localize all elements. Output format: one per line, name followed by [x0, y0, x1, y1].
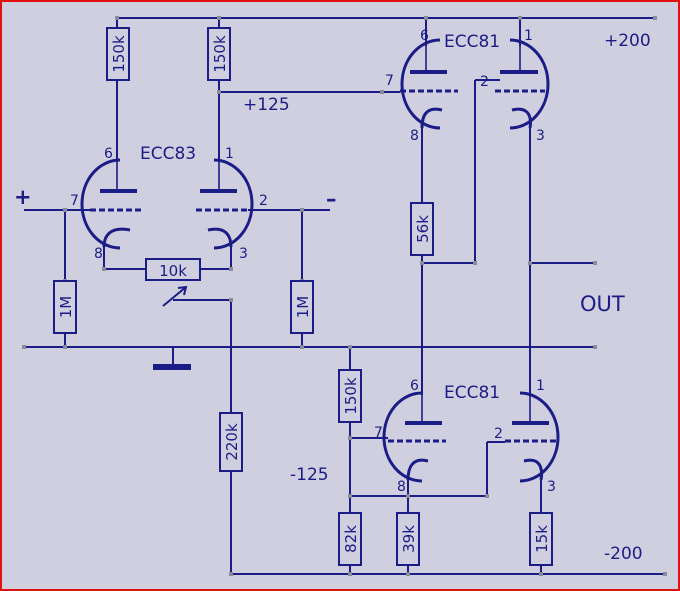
pin-label: 8 — [410, 128, 419, 144]
pin-label: 8 — [94, 246, 103, 262]
resistor-label: 150k — [110, 35, 128, 73]
tube-ecc83 — [80, 158, 254, 250]
pin-label: 7 — [70, 193, 79, 209]
pin-label: 6 — [104, 146, 113, 162]
wiring — [24, 17, 665, 575]
pin-label: 1 — [536, 378, 545, 394]
input-plus-label: + — [14, 185, 32, 209]
resistor-r-anode-right: 150k — [207, 27, 231, 81]
tube-label-ecc83: ECC83 — [140, 144, 196, 164]
resistor-r-grid-right: 1M — [290, 280, 314, 334]
resistor-r-82k: 82k — [338, 512, 362, 566]
pin-label: 2 — [494, 426, 503, 442]
pin-label: 8 — [397, 479, 406, 495]
pin-label: 3 — [239, 246, 248, 262]
rail-label-mid: +125 — [243, 95, 290, 115]
resistor-r-56k: 56k — [410, 202, 434, 256]
resistor-r-150k-low: 150k — [338, 369, 362, 423]
ground-symbol — [153, 364, 191, 370]
pin-label: 7 — [385, 73, 394, 89]
resistor-r-220k: 220k — [219, 412, 243, 472]
pin-label: 3 — [547, 479, 556, 495]
junction-dots — [22, 16, 667, 576]
resistor-label: 82k — [342, 525, 360, 553]
pin-label: 1 — [524, 28, 533, 44]
pin-label: 3 — [536, 128, 545, 144]
resistor-label: 220k — [223, 423, 241, 461]
resistor-label: 56k — [414, 215, 432, 243]
resistor-label: 1M — [294, 296, 312, 319]
tube-label-ecc81-lower: ECC81 — [444, 383, 500, 403]
resistor-r-39k: 39k — [396, 512, 420, 566]
tube-ecc81-lower — [382, 391, 560, 483]
resistor-label: 1M — [57, 296, 75, 319]
rail-label-neg: -200 — [604, 544, 643, 564]
rail-label-neg-mid: -125 — [290, 465, 329, 485]
rail-label-pos: +200 — [604, 31, 651, 51]
resistor-r-grid-left: 1M — [53, 280, 77, 334]
tube-ecc81-upper — [400, 38, 550, 130]
pin-label: 1 — [225, 146, 234, 162]
pin-label: 2 — [480, 74, 489, 90]
resistor-label: 15k — [533, 525, 551, 553]
potentiometer-label: 10k — [159, 262, 187, 280]
output-label: OUT — [580, 292, 625, 316]
resistor-r-15k: 15k — [529, 512, 553, 566]
pin-label: 7 — [374, 425, 383, 441]
tube-label-ecc81-upper: ECC81 — [444, 32, 500, 52]
resistor-label: 39k — [400, 525, 418, 553]
resistor-r-anode-left: 150k — [106, 27, 130, 81]
input-minus-label: – — [326, 187, 337, 211]
pin-label: 6 — [410, 378, 419, 394]
potentiometer-10k: 10k — [145, 258, 201, 307]
pin-label: 2 — [259, 193, 268, 209]
resistor-label: 150k — [342, 377, 360, 415]
pin-label: 6 — [420, 28, 429, 44]
resistor-label: 150k — [211, 35, 229, 73]
